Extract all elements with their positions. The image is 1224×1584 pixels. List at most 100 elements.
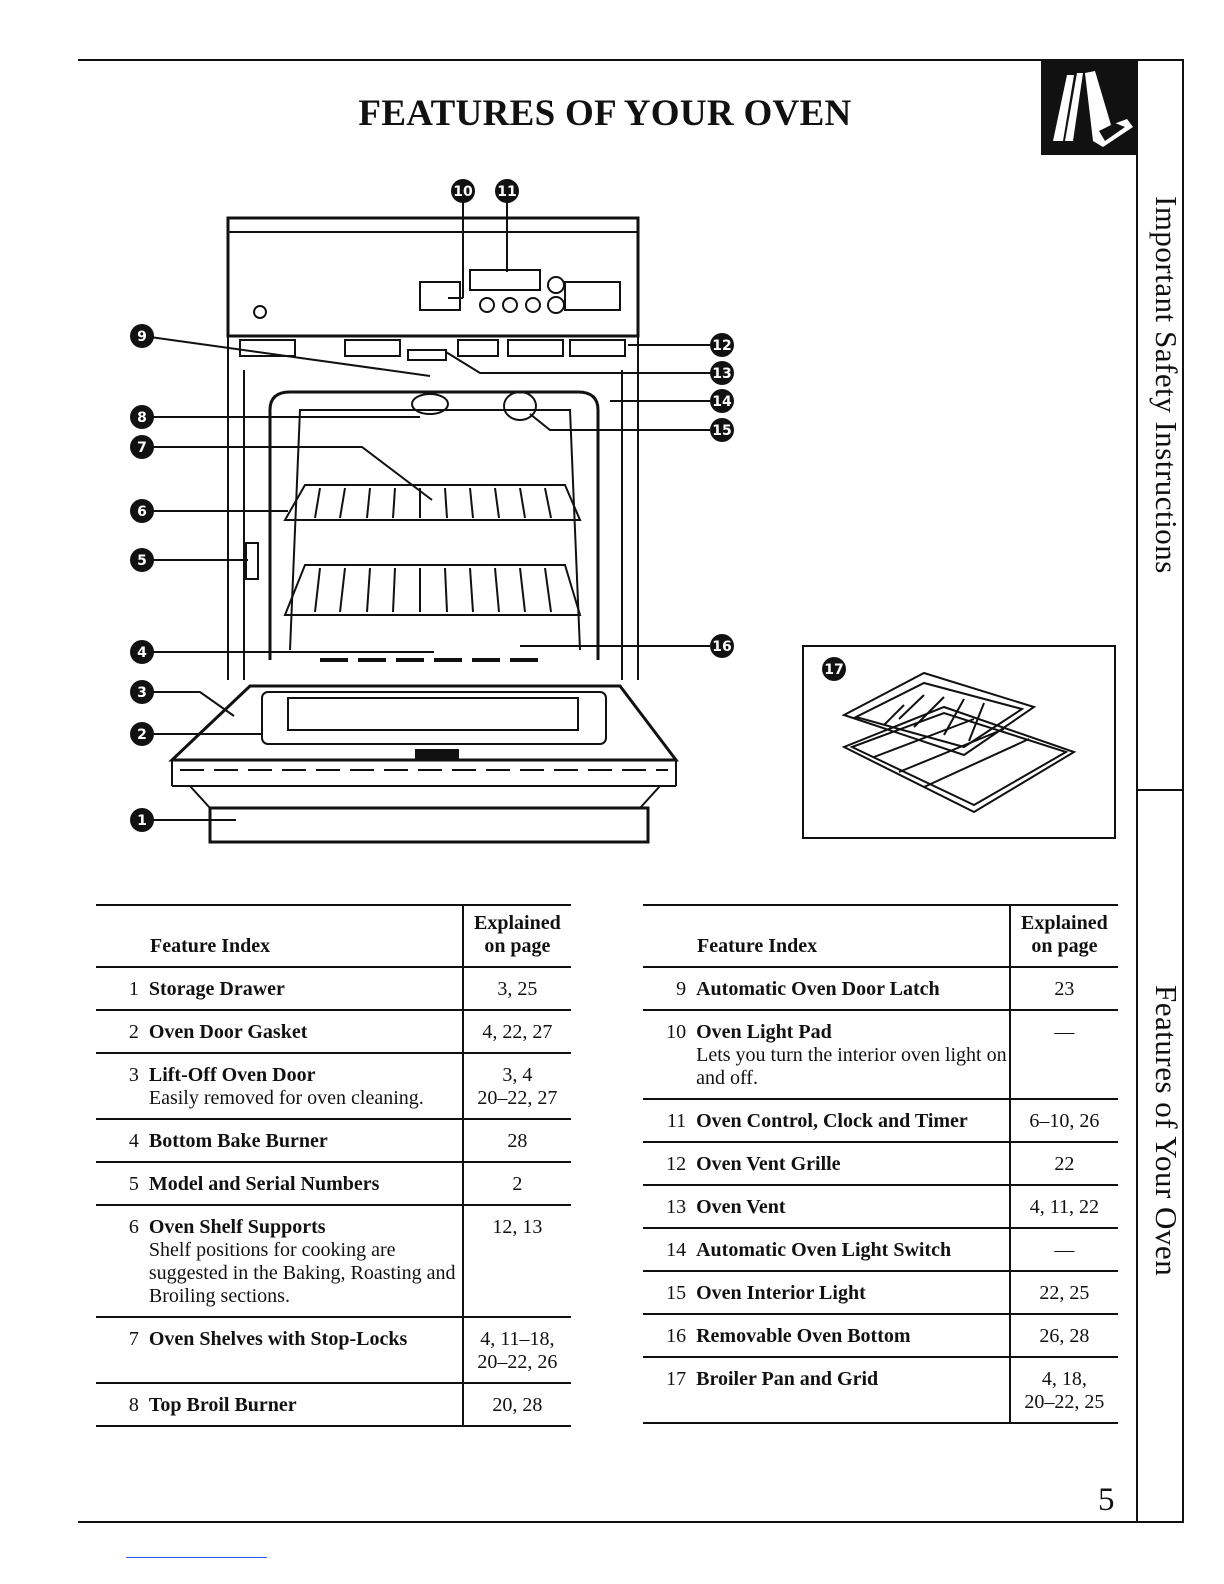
callout-12: 12 [710, 333, 734, 357]
svg-text:9: 9 [137, 329, 147, 345]
svg-text:14: 14 [712, 394, 732, 410]
feature-cell: Oven Vent Grille [696, 1142, 1010, 1186]
svg-text:6: 6 [137, 504, 147, 520]
feature-name: Oven Vent Grille [696, 1153, 841, 1175]
callout-5: 5 [130, 548, 154, 572]
svg-text:10: 10 [453, 184, 473, 200]
page-number: 5 [1098, 1482, 1115, 1518]
feature-name: Top Broil Burner [148, 1394, 297, 1416]
callout-9: 9 [130, 324, 154, 348]
svg-text:8: 8 [137, 410, 147, 426]
feature-name: Bottom Bake Burner [148, 1130, 328, 1152]
feature-pages: 3, 4 20–22, 27 [461, 1053, 571, 1120]
feature-name: Oven Door Gasket [148, 1021, 308, 1043]
top-rule [78, 59, 1184, 61]
feature-cell: Automatic Oven Door Latch [696, 967, 1010, 1011]
feature-number: 10 [643, 1010, 697, 1100]
feature-name: Oven Control, Clock and Timer [696, 1110, 968, 1132]
bottom-rule [78, 1521, 1184, 1523]
feature-number: 5 [96, 1162, 149, 1206]
feature-number: 1 [96, 967, 149, 1011]
feature-number: 2 [96, 1010, 149, 1054]
feature-name: Storage Drawer [148, 978, 285, 1000]
callout-2: 2 [130, 722, 154, 746]
callout-13: 13 [710, 361, 734, 385]
feature-name: Model and Serial Numbers [148, 1173, 380, 1195]
sidebar-tab-features: Features of Your Oven [1149, 985, 1184, 1277]
feature-name: Oven Interior Light [696, 1282, 866, 1304]
svg-text:15: 15 [712, 423, 731, 439]
feature-cell: Oven Control, Clock and Timer [696, 1099, 1010, 1143]
svg-text:2: 2 [137, 727, 147, 743]
header-explained-on-page: Explained on page [1008, 904, 1118, 968]
feature-cell: Broiler Pan and Grid [696, 1357, 1010, 1424]
feature-description: Easily removed for oven cleaning. [148, 1087, 424, 1109]
feature-number: 4 [96, 1119, 149, 1163]
feature-number: 7 [96, 1317, 149, 1384]
feature-pages: 22 [1008, 1142, 1118, 1186]
feature-number: 15 [643, 1271, 697, 1315]
svg-text:11: 11 [497, 184, 516, 200]
feature-pages: 6–10, 26 [1008, 1099, 1118, 1143]
svg-text:7: 7 [137, 440, 147, 456]
callout-17: 17 [822, 657, 846, 681]
callout-16: 16 [710, 634, 734, 658]
header-page-label: Explained on page [1021, 912, 1108, 957]
callout-7: 7 [130, 435, 154, 459]
feature-cell: Oven Interior Light [696, 1271, 1010, 1315]
oven-diagram: 10 11 9 8 7 6 5 4 3 2 1 12 13 14 15 16 [130, 179, 734, 844]
callout-11: 11 [495, 179, 519, 203]
feature-description: Lets you turn the interior oven light on… [696, 1044, 1007, 1089]
feature-pages: — [1008, 1228, 1118, 1272]
feature-number: 11 [643, 1099, 697, 1143]
feature-number: 9 [643, 967, 697, 1011]
feature-pages: 26, 28 [1008, 1314, 1118, 1358]
feature-name: Automatic Oven Door Latch [696, 978, 940, 1000]
feature-cell: Top Broil Burner [148, 1383, 463, 1427]
feature-name: Oven Shelf Supports [148, 1216, 326, 1238]
svg-text:3: 3 [137, 685, 147, 701]
feature-cell: Bottom Bake Burner [148, 1119, 463, 1163]
feature-cell: Oven Shelves with Stop-Locks [148, 1317, 463, 1384]
header-explained-on-page: Explained on page [461, 904, 571, 968]
hand-pointer-icon [1041, 61, 1138, 155]
feature-cell: Model and Serial Numbers [148, 1162, 463, 1206]
svg-text:5: 5 [137, 553, 147, 569]
feature-name: Lift-Off Oven Door [148, 1064, 316, 1086]
feature-cell: Oven Vent [696, 1185, 1010, 1229]
feature-number: 3 [96, 1053, 149, 1120]
svg-text:12: 12 [712, 338, 731, 354]
broiler-pan-inset: 17 [802, 645, 1116, 839]
feature-pages: 28 [461, 1119, 571, 1163]
svg-text:13: 13 [712, 366, 731, 382]
feature-pages: 4, 11–18, 20–22, 26 [461, 1317, 571, 1384]
header-feature-index: Feature Index [643, 904, 1010, 968]
feature-description: Shelf positions for cooking are suggeste… [148, 1239, 456, 1307]
feature-cell: Removable Oven Bottom [696, 1314, 1010, 1358]
sidebar-rule [1136, 59, 1138, 1523]
callout-8: 8 [130, 405, 154, 429]
feature-pages: 23 [1008, 967, 1118, 1011]
svg-text:4: 4 [137, 645, 147, 661]
feature-name: Broiler Pan and Grid [696, 1368, 879, 1390]
callout-3: 3 [130, 680, 154, 704]
feature-number: 13 [643, 1185, 697, 1229]
page-title: FEATURES OF YOUR OVEN [358, 93, 852, 134]
callout-6: 6 [130, 499, 154, 523]
svg-text:16: 16 [712, 639, 731, 655]
